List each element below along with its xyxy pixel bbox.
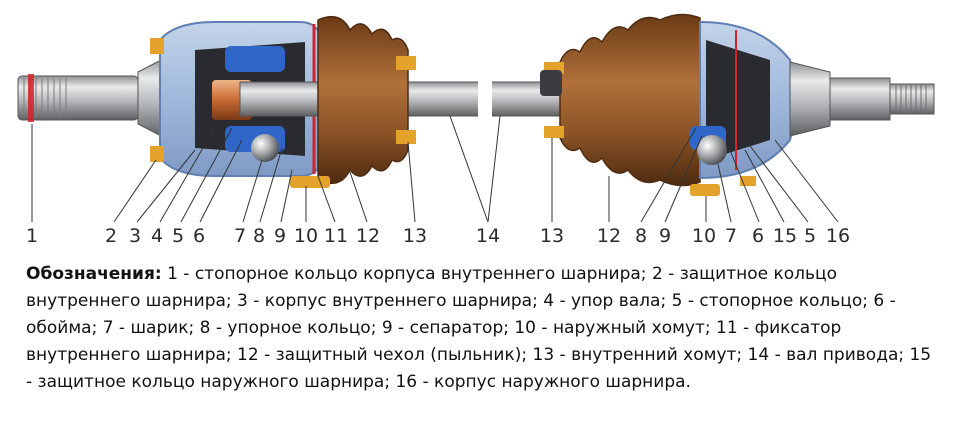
callout-label: 9: [659, 225, 671, 247]
callout-label: 7: [725, 225, 737, 247]
callout-label: 7: [234, 225, 246, 247]
callout-label: 9: [274, 225, 286, 247]
callout-label: 2: [105, 225, 117, 247]
callout-label: 10: [692, 225, 716, 247]
callout-label: 8: [635, 225, 647, 247]
callout-label: 8: [253, 225, 265, 247]
legend-text: Обозначения: 1 - стопорное кольцо корпус…: [26, 261, 941, 396]
callout-label: 5: [172, 225, 184, 247]
callout-label: 13: [540, 225, 564, 247]
leader-lines: [31, 115, 839, 223]
callout-label: 1: [26, 225, 38, 247]
callout-label: 6: [193, 225, 205, 247]
callout-label: 5: [804, 225, 816, 247]
callout-label: 3: [129, 225, 141, 247]
legend-body: 1 - стопорное кольцо корпуса внутреннего…: [26, 264, 932, 392]
inner-boot: [290, 15, 416, 188]
right-stub-shaft: [789, 61, 935, 137]
legend-heading: Обозначения:: [26, 264, 162, 284]
callout-label: 15: [773, 225, 797, 247]
drive-shaft-diagram: 1 2 3 4 5 6 7 8 9 10 11 12 13 14 13 12 8…: [17, 13, 935, 247]
callout-label: 14: [476, 225, 500, 247]
left-stub-shaft: [17, 57, 166, 139]
callout-label: 12: [597, 225, 621, 247]
callout-label: 12: [356, 225, 380, 247]
callout-label: 13: [403, 225, 427, 247]
callout-label: 4: [151, 225, 163, 247]
callout-numbers: 1 2 3 4 5 6 7 8 9 10 11 12 13 14 13 12 8…: [26, 225, 850, 247]
outer-joint-housing: [690, 20, 802, 186]
callout-label: 6: [752, 225, 764, 247]
outer-boot: [540, 13, 720, 196]
callout-label: 10: [294, 225, 318, 247]
callout-label: 11: [324, 225, 348, 247]
callout-label: 16: [826, 225, 850, 247]
